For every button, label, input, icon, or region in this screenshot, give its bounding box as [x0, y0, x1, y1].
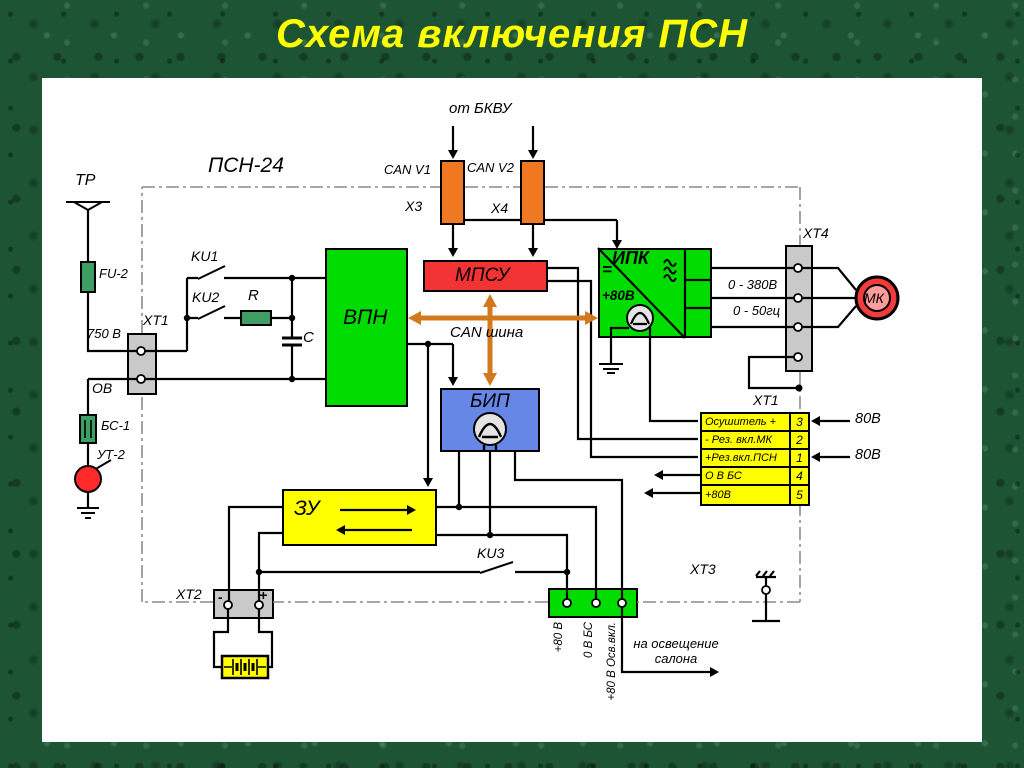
pin-number: 1: [796, 451, 803, 465]
connector-xt3: [548, 588, 638, 618]
pin-number: 2: [796, 433, 803, 447]
can-v2-label: CAN V2: [467, 160, 514, 175]
out-50hz-label: 0 - 50гц: [733, 303, 781, 318]
xt3-pin1-label: +80 В: [553, 622, 565, 653]
x3-label: X3: [405, 198, 423, 214]
pin-name: +Рез.вкл.ПСН: [702, 450, 791, 466]
ipk-label: ИПК: [612, 248, 649, 268]
mk-label: МК: [864, 290, 884, 306]
connector-x4: [520, 160, 545, 225]
fu2-label: FU-2: [99, 266, 128, 281]
xt2-label: XT2: [176, 586, 202, 602]
xt4-label: XT4: [803, 225, 829, 241]
xt1-right-label: XT1: [753, 392, 779, 408]
xt3-pin3-label: +80 В Осв.вкл.: [606, 622, 618, 701]
xt1-left-label: XT1: [143, 312, 169, 328]
psn24-label: ПСН-24: [208, 154, 284, 177]
tr-label: ТР: [75, 172, 96, 189]
source-bkvu-label: от БКВУ: [449, 100, 512, 117]
pin-name: Осушитель +: [702, 414, 791, 430]
ut2-label: УТ-2: [97, 447, 125, 462]
xt2-plus-label: +: [259, 587, 268, 603]
table-row: - Рез. вкл.МК 2: [702, 432, 808, 450]
can-v1-label: CAN V1: [384, 162, 431, 177]
pin-name: - Рез. вкл.МК: [702, 432, 791, 448]
xt3-label: XT3: [690, 561, 716, 577]
bip-label: БИП: [470, 391, 510, 412]
xt2-minus-label: -: [218, 589, 223, 605]
out-380v-label: 0 - 380В: [728, 277, 778, 292]
table-row: +80В 5: [702, 486, 808, 504]
ku3-label: KU3: [477, 545, 505, 561]
salon-lighting-label: на освещение салона: [633, 636, 719, 666]
input-80v-top-label: 80В: [855, 411, 881, 427]
page-title: Схема включения ПСН: [275, 12, 749, 56]
v750-label: 750 В: [87, 326, 121, 341]
table-row: +Рез.вкл.ПСН 1: [702, 450, 808, 468]
pin-number: 4: [796, 469, 803, 483]
xt3-pin2-label: 0 В БС: [583, 622, 595, 658]
vpn-label: ВПН: [343, 306, 388, 329]
x4-label: X4: [491, 200, 509, 216]
connector-x3: [440, 160, 465, 225]
table-row: О В БС 4: [702, 468, 808, 486]
mpsu-label: МПСУ: [455, 265, 510, 286]
xt1-pin-table: Осушитель + 3 - Рез. вкл.МК 2 +Рез.вкл.П…: [700, 412, 810, 506]
pin-name: +80В: [702, 486, 791, 504]
bs1-label: БС-1: [101, 418, 131, 433]
ku2-label: KU2: [192, 289, 220, 305]
ipk-80v-label: +80В: [602, 288, 635, 303]
ipk-dc-label: =: [602, 260, 612, 279]
pin-name: О В БС: [702, 468, 791, 484]
c-label: C: [303, 329, 314, 346]
pin-number: 3: [796, 415, 803, 429]
can-bus-label: CAN шина: [450, 324, 524, 341]
connector-xt1-left: [127, 333, 157, 395]
table-row: Осушитель + 3: [702, 414, 808, 432]
ku1-label: KU1: [191, 248, 219, 264]
ov-label: ОВ: [92, 380, 113, 396]
r-label: R: [248, 287, 259, 304]
pin-number: 5: [796, 488, 803, 502]
connector-xt4: [785, 245, 813, 372]
input-80v-mid-label: 80В: [855, 447, 881, 463]
zu-label: ЗУ: [294, 497, 320, 520]
